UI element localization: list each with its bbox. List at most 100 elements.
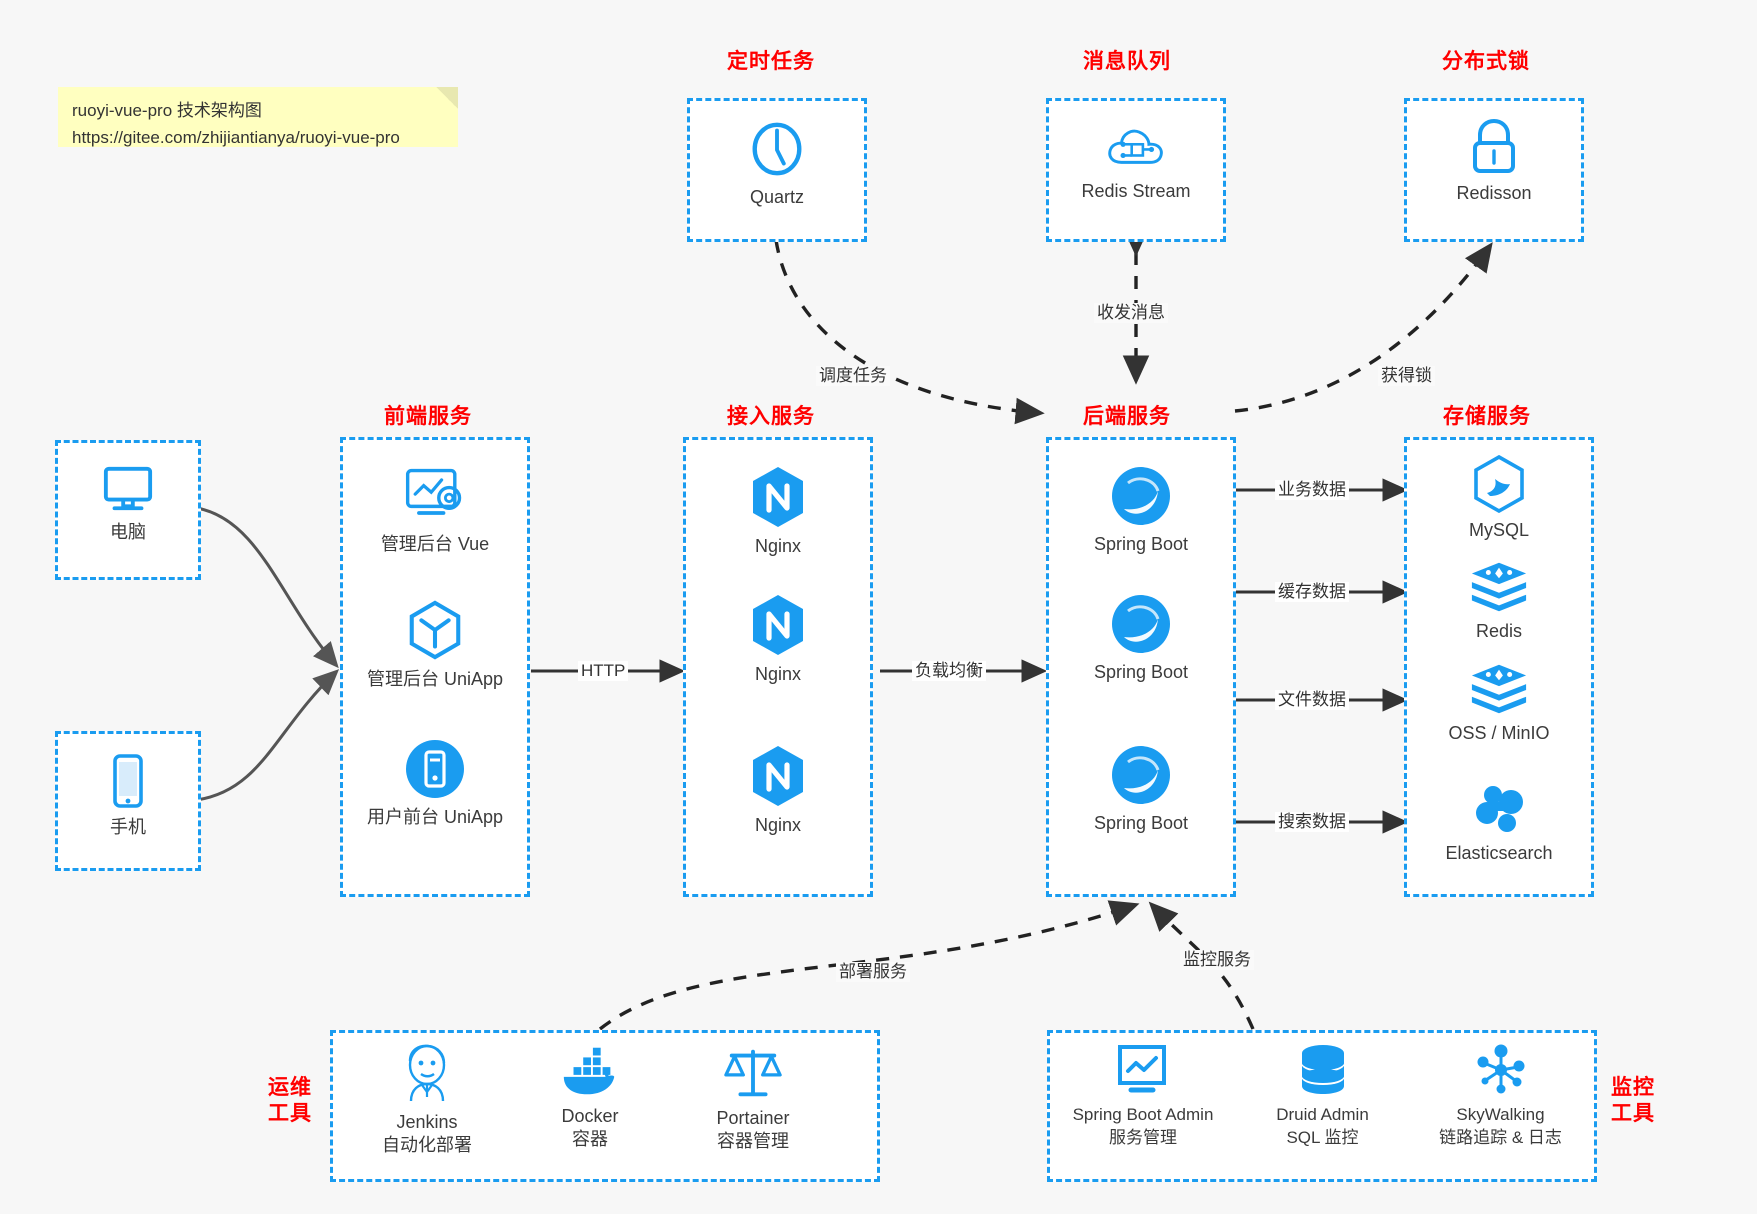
node-desc: 链路追踪 & 日志 <box>1439 1128 1562 1147</box>
druid-database-icon <box>1240 1043 1405 1097</box>
spring-boot-icon <box>1046 593 1236 655</box>
spring-boot-icon <box>1046 744 1236 806</box>
node-label: Spring Boot <box>1093 534 1189 554</box>
ops-tools-title-line2: 工具 <box>268 1102 312 1125</box>
group-title-access-service: 接入服务 <box>727 405 815 428</box>
edge-label-search-data: 搜索数据 <box>1275 812 1349 832</box>
node-label: Redis Stream <box>1081 181 1191 201</box>
node-name: Docker <box>561 1106 619 1126</box>
edge-label-business-data: 业务数据 <box>1275 480 1349 500</box>
desktop-computer-icon <box>55 463 201 515</box>
node-spring-boot-3[interactable]: Spring Boot <box>1046 744 1236 835</box>
padlock-icon <box>1404 118 1584 176</box>
node-desc: 服务管理 <box>1109 1128 1177 1147</box>
group-title-backend-service: 后端服务 <box>1083 405 1171 428</box>
group-title-monitor-tools: 监控 工具 <box>1605 1075 1661 1127</box>
group-title-storage-service: 存储服务 <box>1443 405 1531 428</box>
group-title-ops-tools: 运维 工具 <box>262 1075 318 1127</box>
node-name: SkyWalking <box>1456 1105 1545 1124</box>
node-desc: 容器管理 <box>717 1131 789 1151</box>
node-label: Quartz <box>749 187 805 207</box>
node-desc: 容器 <box>572 1129 608 1149</box>
node-nginx-1[interactable]: Nginx <box>683 465 873 558</box>
note-title: ruoyi-vue-pro 技术架构图 <box>72 101 262 120</box>
note-fold-corner <box>436 87 458 109</box>
uniapp-cube-icon <box>340 600 530 662</box>
spring-boot-icon <box>1046 465 1236 527</box>
node-redis-stream[interactable]: Redis Stream <box>1046 118 1226 203</box>
edge-label-load-balance: 负载均衡 <box>912 661 986 681</box>
mobile-app-icon <box>340 738 530 800</box>
edge-label-file-data: 文件数据 <box>1275 690 1349 710</box>
node-nginx-2[interactable]: Nginx <box>683 593 873 686</box>
node-spring-boot-admin[interactable]: Spring Boot Admin 服务管理 <box>1053 1043 1233 1149</box>
node-label: Redis <box>1475 621 1523 641</box>
edge-label-acquire-lock: 获得锁 <box>1378 366 1435 386</box>
node-desc: SQL 监控 <box>1286 1128 1359 1147</box>
diagram-note: ruoyi-vue-pro 技术架构图 https://gitee.com/zh… <box>58 87 458 147</box>
nginx-icon <box>683 593 873 657</box>
ops-tools-title-line1: 运维 <box>268 1076 312 1099</box>
node-quartz[interactable]: Quartz <box>687 118 867 209</box>
redis-icon <box>1404 560 1594 614</box>
skywalking-icon <box>1408 1043 1593 1097</box>
group-title-frontend-service: 前端服务 <box>384 405 472 428</box>
node-label: Elasticsearch <box>1445 843 1553 863</box>
node-label: Nginx <box>754 536 802 556</box>
nginx-icon <box>683 465 873 529</box>
node-spring-boot-1[interactable]: Spring Boot <box>1046 465 1236 556</box>
node-label: Spring Boot <box>1093 813 1189 833</box>
node-admin-vue[interactable]: 管理后台 Vue <box>340 465 530 556</box>
oss-minio-icon <box>1404 662 1594 716</box>
node-label: Nginx <box>754 815 802 835</box>
group-box-message-queue <box>1046 98 1226 242</box>
edge-label-deploy-service: 部署服务 <box>836 962 910 982</box>
node-redisson[interactable]: Redisson <box>1404 118 1584 205</box>
edge-label-cache-data: 缓存数据 <box>1275 582 1349 602</box>
group-title-distributed-lock: 分布式锁 <box>1442 50 1530 73</box>
cloud-stream-icon <box>1046 118 1226 174</box>
node-elasticsearch[interactable]: Elasticsearch <box>1404 782 1594 865</box>
note-url: https://gitee.com/zhijiantianya/ruoyi-vu… <box>72 128 400 147</box>
jenkins-icon <box>342 1043 512 1105</box>
group-title-scheduled-task: 定时任务 <box>727 50 815 73</box>
node-name: Druid Admin <box>1276 1105 1369 1124</box>
node-redis[interactable]: Redis <box>1404 560 1594 643</box>
node-jenkins[interactable]: Jenkins 自动化部署 <box>342 1043 512 1157</box>
edge-label-send-receive-message: 收发消息 <box>1094 303 1168 323</box>
node-label: Nginx <box>754 664 802 684</box>
node-portainer[interactable]: Portainer 容器管理 <box>668 1043 838 1153</box>
node-name: Portainer <box>716 1108 790 1128</box>
monitor-tools-title-line2: 工具 <box>1611 1102 1655 1125</box>
node-label: 管理后台 UniApp <box>366 669 504 689</box>
group-title-message-queue: 消息队列 <box>1083 50 1171 73</box>
node-mobile-client[interactable]: 手机 <box>55 754 201 839</box>
edge-label-schedule-task: 调度任务 <box>816 366 890 386</box>
node-druid-admin[interactable]: Druid Admin SQL 监控 <box>1240 1043 1405 1149</box>
node-label: 用户前台 UniApp <box>366 807 504 827</box>
node-spring-boot-2[interactable]: Spring Boot <box>1046 593 1236 684</box>
node-name: Jenkins <box>396 1112 458 1132</box>
monitor-tools-title-line1: 监控 <box>1611 1076 1655 1099</box>
node-label: 管理后台 Vue <box>380 534 490 554</box>
node-desc: 自动化部署 <box>382 1135 472 1155</box>
node-docker[interactable]: Docker 容器 <box>505 1043 675 1151</box>
node-skywalking[interactable]: SkyWalking 链路追踪 & 日志 <box>1408 1043 1593 1149</box>
node-label: 手机 <box>110 817 146 837</box>
mobile-phone-icon <box>55 754 201 810</box>
node-mysql[interactable]: MySQL <box>1404 455 1594 542</box>
group-box-ops-tools <box>330 1030 880 1182</box>
nginx-icon <box>683 744 873 808</box>
node-label: 电脑 <box>110 522 146 542</box>
clock-icon <box>687 118 867 180</box>
edge-label-monitor-service: 监控服务 <box>1180 950 1254 970</box>
spring-boot-admin-icon <box>1053 1043 1233 1097</box>
node-label: OSS / MinIO <box>1448 723 1550 743</box>
node-user-uniapp[interactable]: 用户前台 UniApp <box>340 738 530 829</box>
node-admin-uniapp[interactable]: 管理后台 UniApp <box>340 600 530 691</box>
node-oss-minio[interactable]: OSS / MinIO <box>1404 662 1594 745</box>
node-desktop-client[interactable]: 电脑 <box>55 463 201 544</box>
docker-icon <box>505 1043 675 1099</box>
node-nginx-3[interactable]: Nginx <box>683 744 873 837</box>
